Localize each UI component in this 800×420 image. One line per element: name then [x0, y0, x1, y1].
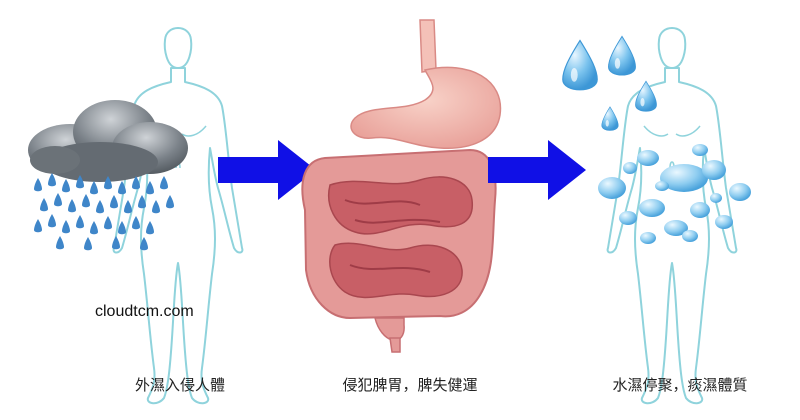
water-bubbles [598, 144, 751, 244]
arrow-right-icon [488, 140, 586, 200]
caption-stage-3: 水濕停聚，痰濕體質 [612, 376, 748, 394]
digestive-system-illustration [301, 19, 502, 353]
caption-stage-1: 外濕入侵人體 [134, 376, 225, 394]
rain-cloud-icon [28, 100, 188, 182]
caption-stage-2: 侵犯脾胃，脾失健運 [342, 376, 478, 394]
watermark-text: cloudtcm.com [95, 303, 194, 320]
human-figure-left [112, 27, 244, 405]
